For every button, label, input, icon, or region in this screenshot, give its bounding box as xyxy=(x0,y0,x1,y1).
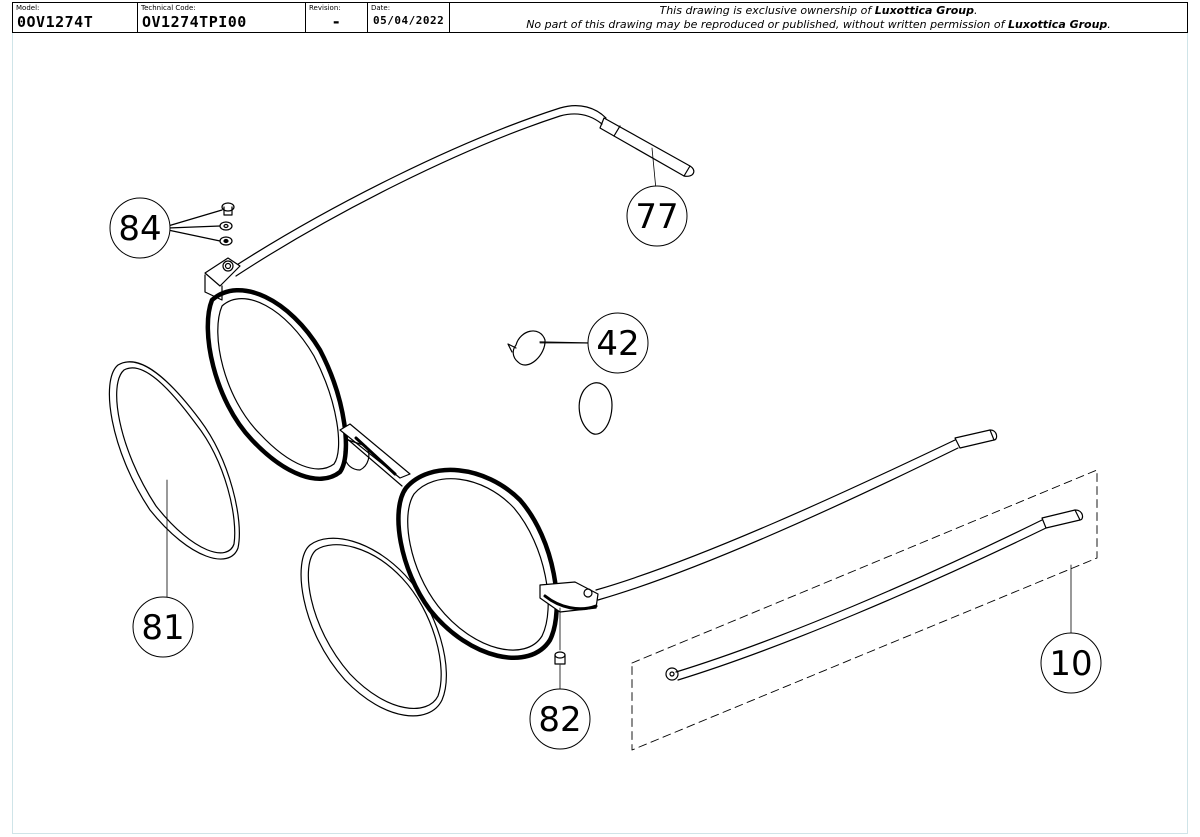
temple-tip-leader xyxy=(651,147,657,191)
revision-label: Revision: xyxy=(309,4,341,12)
callout-circle-screws xyxy=(109,197,171,259)
bridge xyxy=(339,423,411,487)
callout-screws: 84 xyxy=(118,209,161,249)
title-block: Model: 0OV1274T Technical Code: OV1274TP… xyxy=(12,2,1188,33)
callout-circle-lens xyxy=(132,596,194,658)
nose-pads xyxy=(507,330,613,435)
lens-right-demo xyxy=(300,537,447,717)
screw-parts xyxy=(167,202,235,246)
hinge-screw xyxy=(554,607,566,691)
revision-value: - xyxy=(331,12,342,31)
technical-code-cell: Technical Code: OV1274TPI00 xyxy=(138,3,306,32)
model-label: Model: xyxy=(16,4,40,12)
ownership-notice: This drawing is exclusive ownership of L… xyxy=(450,3,1187,32)
callout-temple-tip: 77 xyxy=(635,197,678,237)
date-value: 05/04/2022 xyxy=(373,14,445,27)
right-temple xyxy=(595,429,998,601)
upper-temple xyxy=(231,105,695,277)
notice-line-1: This drawing is exclusive ownership of L… xyxy=(659,4,978,17)
notice-line-2: No part of this drawing may be reproduce… xyxy=(526,18,1111,31)
revision-cell: Revision: - xyxy=(306,3,368,32)
date-label: Date: xyxy=(371,4,391,12)
right-rim xyxy=(396,467,559,660)
callout-nose-pads: 42 xyxy=(596,324,639,364)
technical-code-value: OV1274TPI00 xyxy=(142,13,247,31)
technical-code-label: Technical Code: xyxy=(141,4,196,12)
model-value: 0OV1274T xyxy=(17,13,94,31)
lens-left-demo xyxy=(108,361,240,560)
callout-temple-replacement: 10 xyxy=(1049,644,1092,684)
right-hinge xyxy=(539,581,599,613)
callout-circle-temple-tip xyxy=(626,185,688,247)
callout-lens: 81 xyxy=(141,608,184,648)
callout-circle-nose-pads xyxy=(587,312,649,374)
callout-circle-hinge-screw xyxy=(529,688,591,750)
model-cell: Model: 0OV1274T xyxy=(13,3,138,32)
callout-circle-temple-replacement xyxy=(1040,632,1102,694)
replacement-temple-panel xyxy=(631,469,1098,751)
date-cell: Date: 05/04/2022 xyxy=(368,3,450,32)
callout-hinge-screw: 82 xyxy=(538,700,581,740)
left-rim xyxy=(205,288,349,482)
